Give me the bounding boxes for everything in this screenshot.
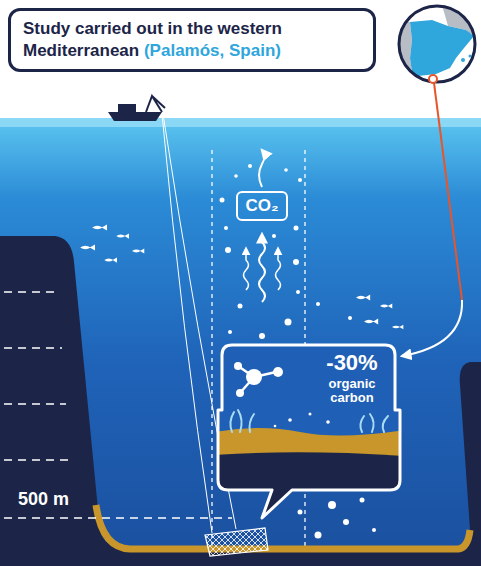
co2-text: CO₂ [245,196,278,216]
depth-line [4,517,232,519]
molecule-atom [273,367,283,377]
callout-outline [218,345,400,518]
bubble [285,319,292,326]
sediment-callout [215,340,405,525]
boat-hull [108,112,162,121]
bubble [348,316,352,320]
pct-text: -30% [309,351,395,375]
molecule-bonds [238,366,276,393]
bubble [294,226,299,231]
release-arrow [276,248,281,290]
title-place: (Palamós, Spain) [144,41,281,60]
particle [309,413,312,416]
location-arrow [402,300,462,356]
title-box: Study carried out in the western Mediter… [8,8,376,72]
fish [356,295,370,301]
fish [116,233,129,238]
co2-arrow [259,150,265,187]
depth-lines [4,292,232,518]
release-arrow [244,248,249,290]
trawl-warp [162,114,212,533]
trawl-net [205,528,268,556]
seagrass-blade [383,416,388,432]
sea-surface [0,118,481,127]
location-marker [429,75,437,83]
release-arrow [259,234,265,302]
location-leader [434,83,462,300]
seagrass [230,410,388,432]
depth-label: 500 m [18,489,69,510]
bubble [224,226,228,230]
carbon-molecule [234,362,283,397]
seagrass-blade [360,416,364,432]
particle [288,418,292,422]
bubble [272,234,276,238]
bubble [293,259,299,265]
fish [364,319,378,325]
fish [104,257,117,262]
fish [132,248,144,253]
seagrass-blade [238,410,242,432]
bubble [259,333,265,339]
balearic-island [461,58,465,62]
depth-line [4,291,60,293]
seagrass-blade [250,414,255,432]
depth-line [4,403,66,405]
seabed [0,236,481,566]
sea [0,118,481,566]
bubble [298,178,302,182]
bubble [315,532,322,539]
fish [392,325,403,330]
bubble [296,290,300,294]
sediment-particles [274,413,330,428]
particle [274,425,277,428]
bubble [228,330,232,334]
bubble [328,501,336,509]
callout-label: -30%organic carbon [309,351,395,406]
fish [80,244,95,250]
bubble [238,304,243,309]
sediment [96,505,470,549]
net [205,528,268,556]
depth-line [4,347,62,349]
bubble [248,164,252,168]
fish [380,303,392,308]
boat-crane [146,96,165,112]
bubble [372,528,376,532]
co2-box: CO₂ [236,191,287,221]
bubble [360,498,365,503]
bubble [298,510,303,515]
bubble [284,168,288,172]
molecule-atom [234,362,242,370]
balearic-island [469,55,472,58]
seagrass-blade [370,414,374,432]
particle [326,420,330,424]
carbon-text: organic carbon [317,377,387,406]
fish [92,224,107,230]
boat-cabin [118,104,136,112]
molecule-atom [236,389,244,397]
map-border [399,6,475,82]
trawler [108,96,165,121]
molecule-atom [246,369,262,385]
depth-line [4,459,70,461]
spain [410,20,474,76]
map-inset [396,0,481,83]
bubble [220,198,225,203]
bubble [234,174,238,178]
bubble [316,302,320,306]
fish-school [80,224,403,329]
bubble [225,247,231,253]
column-line [211,150,213,566]
callout-water [215,340,405,435]
bubble [343,519,349,525]
seagrass-blade [230,412,234,432]
